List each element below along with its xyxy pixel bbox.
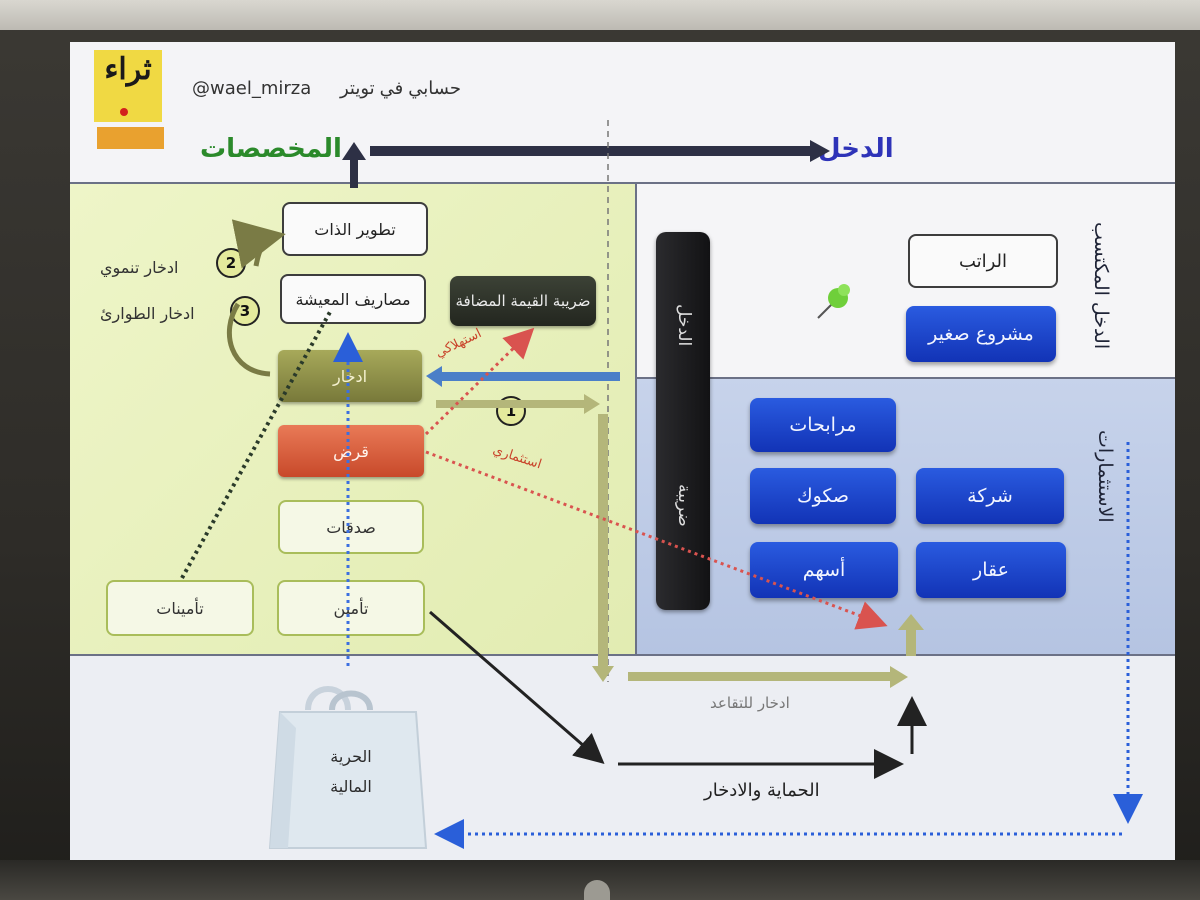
push-pin-icon (818, 284, 850, 318)
insurances-to-living-arrow (182, 312, 330, 578)
income-to-allocations-arrow (342, 140, 830, 188)
slide: ثراء @wael_mirza حسابي في تويتر المخصصات… (70, 42, 1175, 860)
diagram-connectors (70, 42, 1175, 860)
growth-curve (256, 236, 276, 266)
financial-freedom-line2: المالية (296, 772, 406, 802)
investment-loan-arrow (426, 452, 882, 624)
retirement-arrow (628, 666, 908, 688)
hp-logo-icon (584, 880, 610, 900)
emergency-curve (229, 304, 270, 374)
insurance-to-protection-arrow (430, 612, 600, 760)
savings-down-arrow (592, 414, 614, 682)
financial-freedom-line1: الحرية (296, 742, 406, 772)
monitor-bezel-top (0, 0, 1200, 30)
retirement-up-arrow (898, 614, 924, 656)
income-to-savings-arrow (426, 366, 620, 387)
savings-step1-arrow (436, 394, 600, 414)
